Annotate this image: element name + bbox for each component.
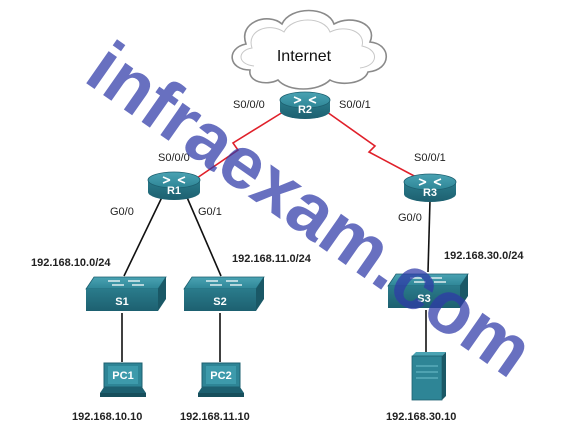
- pc-pc2[interactable]: PC2: [198, 362, 244, 397]
- ethernet-link-r1-s2: [185, 194, 222, 277]
- switch-s2-label: S2: [213, 296, 226, 308]
- cloud-label: Internet: [277, 48, 332, 65]
- lan1-label: 192.168.10.0/24: [31, 257, 111, 269]
- r2-s001-label: S0/0/1: [339, 99, 371, 111]
- server[interactable]: [411, 352, 446, 401]
- router-r3-label: R3: [423, 187, 437, 199]
- pc1-ip-label: 192.168.10.10: [72, 411, 142, 423]
- cloud-icon: [231, 9, 387, 90]
- pc2-ip-label: 192.168.11.10: [180, 411, 250, 423]
- router-r1-label: R1: [167, 185, 181, 197]
- interface-labels: S0/0/0 S0/0/1 S0/0/0 S0/0/1 G0/0 G0/1 G0…: [110, 99, 446, 224]
- r1-s000-label: S0/0/0: [158, 152, 190, 164]
- r3-g00-label: G0/0: [398, 212, 422, 224]
- server-icon: [411, 352, 446, 401]
- lan2-label: 192.168.11.0/24: [232, 253, 312, 265]
- ethernet-link-r1-s1: [123, 194, 164, 277]
- r1-g00-label: G0/0: [110, 206, 134, 218]
- switch-s3[interactable]: S3: [387, 273, 469, 308]
- switch-icon: [387, 273, 469, 308]
- r3-s001-label: S0/0/1: [414, 152, 446, 164]
- router-icon: [279, 91, 331, 119]
- lan3-label: 192.168.30.0/24: [444, 250, 524, 262]
- serial-link-r2-r3: [326, 111, 419, 179]
- router-r2[interactable]: R2: [279, 91, 331, 119]
- internet-cloud: Internet: [231, 9, 387, 90]
- host-labels: 192.168.10.10 192.168.11.10 192.168.30.1…: [72, 411, 456, 423]
- serial-link-r2-r1: [196, 111, 284, 179]
- r2-s000-label: S0/0/0: [233, 99, 265, 111]
- router-r3[interactable]: R3: [403, 173, 457, 202]
- switch-s1[interactable]: S1: [85, 276, 167, 311]
- router-r1[interactable]: R1: [147, 171, 201, 200]
- router-icon: [147, 171, 201, 200]
- pc-icon: [100, 362, 146, 397]
- ethernet-link-r3-s3: [427, 199, 431, 273]
- server-ip-label: 192.168.30.10: [386, 411, 456, 423]
- switch-s3-label: S3: [417, 293, 430, 305]
- router-icon: [403, 173, 457, 202]
- links: [121, 111, 431, 362]
- switch-icon: [183, 276, 265, 311]
- pc-pc1[interactable]: PC1: [100, 362, 146, 397]
- switch-icon: [85, 276, 167, 311]
- router-r2-label: R2: [298, 104, 312, 116]
- pc-pc1-label: PC1: [112, 370, 133, 382]
- pc-pc2-label: PC2: [210, 370, 231, 382]
- pc-icon: [198, 362, 244, 397]
- switch-s1-label: S1: [115, 296, 128, 308]
- network-labels: 192.168.10.0/24 192.168.11.0/24 192.168.…: [31, 250, 524, 269]
- r1-g01-label: G0/1: [198, 206, 222, 218]
- switch-s2[interactable]: S2: [183, 276, 265, 311]
